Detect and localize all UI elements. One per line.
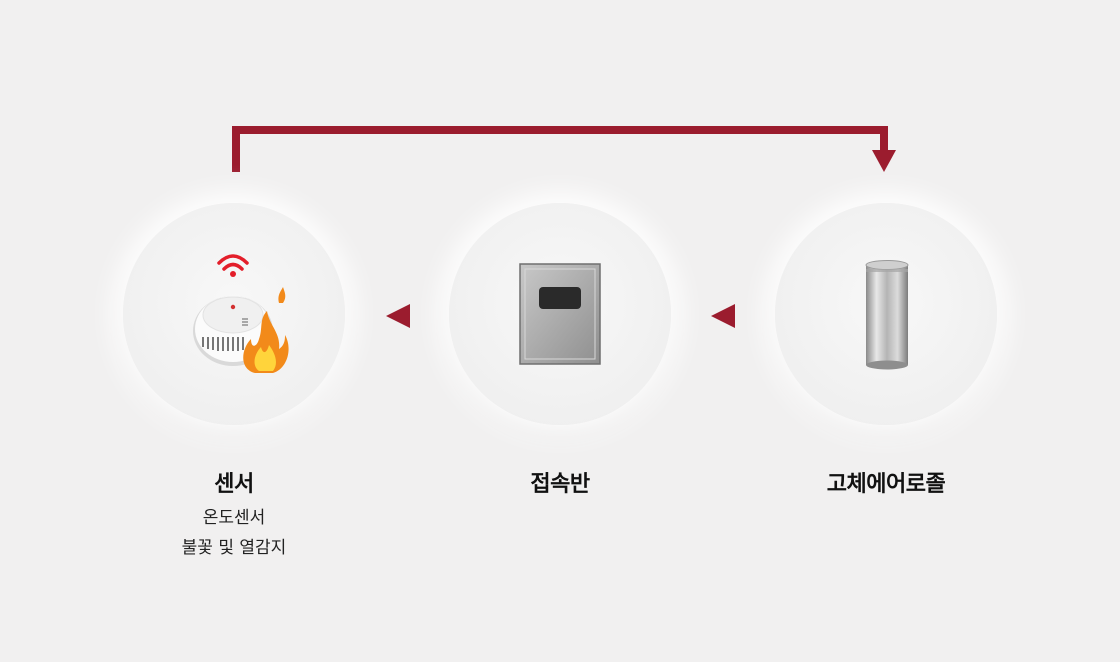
aerosol-label: 고체에어로졸	[826, 472, 946, 497]
junction-box-label: 접속반	[530, 472, 590, 497]
flow-arrow-left	[711, 304, 735, 328]
aerosol-canister-icon	[865, 260, 909, 370]
junction-box-node	[449, 203, 671, 425]
sensor-node	[123, 203, 345, 425]
smoke-detector-fire-icon	[193, 254, 289, 373]
junction-box-icon	[519, 263, 601, 365]
flow-arrow-left	[386, 304, 410, 328]
sensor-label: 센서	[214, 472, 254, 497]
aerosol-node	[775, 203, 997, 425]
sensor-sub-label: 온도센서	[202, 508, 266, 528]
sensor-sub-label: 불꽃 및 열감지	[181, 538, 287, 558]
